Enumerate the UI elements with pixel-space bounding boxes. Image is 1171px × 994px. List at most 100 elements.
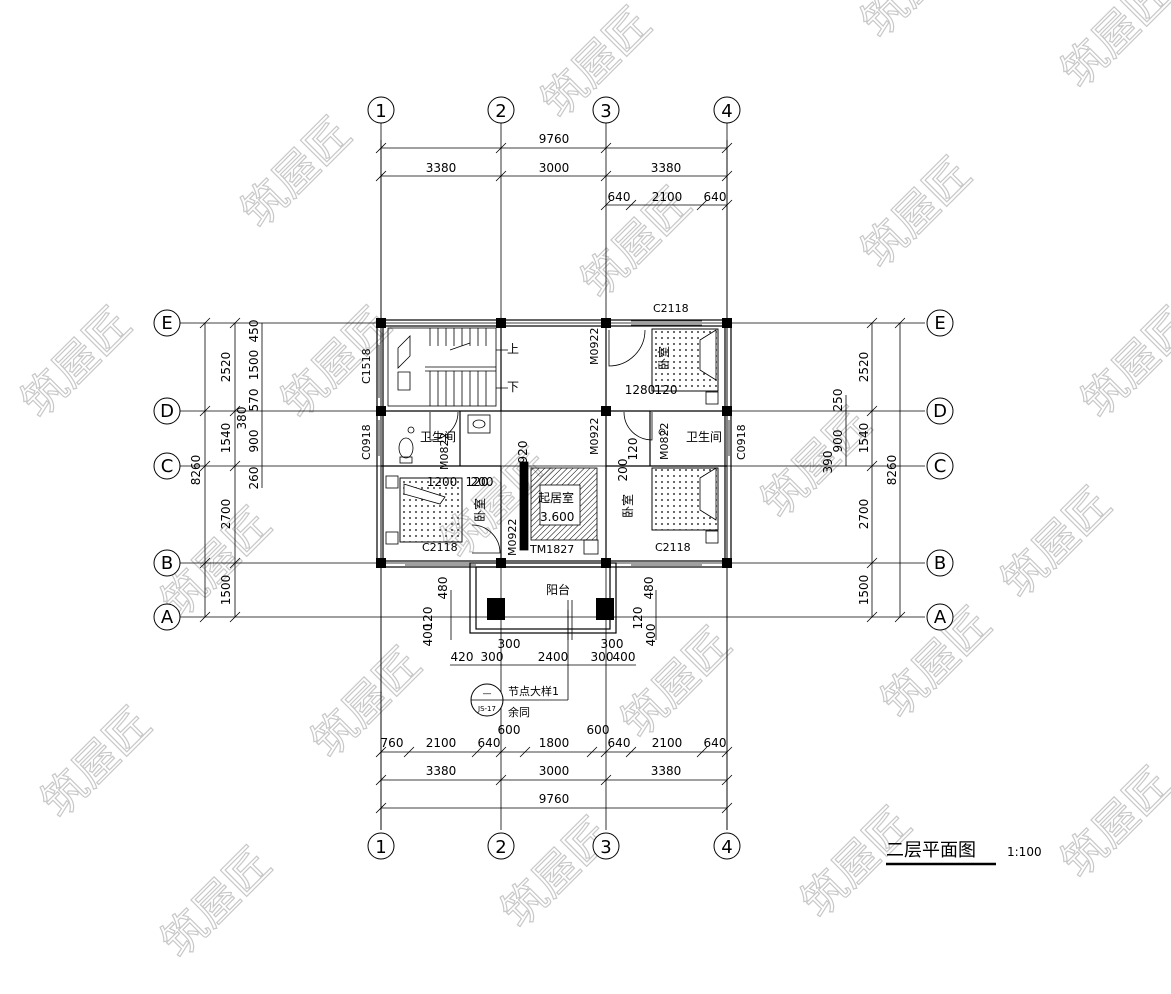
dim-bottom-bay-1: 3380 <box>426 764 457 778</box>
dim-balcony-right-3: 400 <box>644 624 658 647</box>
living-furniture <box>519 461 599 555</box>
stair-down: 下 <box>507 380 519 394</box>
dim-top-window-3: 640 <box>704 190 727 204</box>
dim-inner-6: 120 <box>466 475 489 489</box>
dim-balcony-5: 300 <box>601 637 624 651</box>
code-tm1827: TM1827 <box>529 543 574 556</box>
dim-right-bay-3: 2700 <box>857 499 871 530</box>
axis-a-right: A <box>934 607 947 628</box>
dim-balcony-left-2: 120 <box>421 607 435 630</box>
dim-balcony-2: 300 <box>481 650 504 664</box>
dim-bottom-open-7: 640 <box>608 736 631 750</box>
dim-bottom-open-5: 1800 <box>539 736 570 750</box>
axis-4-bottom: 4 <box>721 837 732 858</box>
code-m0822-west: M0822 <box>438 433 451 471</box>
watermark-text: 筑屋匠 <box>12 298 141 427</box>
dim-bottom-open-9: 640 <box>704 736 727 750</box>
dim-inner-1: 1280 <box>625 383 656 397</box>
dimension-lines <box>199 140 906 830</box>
drawing-scale: 1:100 <box>1007 845 1042 859</box>
room-elevation: 3.600 <box>540 510 574 524</box>
axis-b-right: B <box>934 553 946 574</box>
callout-bottom: JS-17 <box>477 705 496 713</box>
code-c0918-right: C0918 <box>735 424 748 460</box>
watermark-text: 筑屋匠 <box>232 108 361 237</box>
dim-inner-5: 200 <box>616 459 630 482</box>
watermark-text: 筑屋匠 <box>32 698 161 827</box>
room-bedroom-e: 卧室 <box>620 494 635 518</box>
room-bath-e: 卫生间 <box>686 430 722 444</box>
dim-top-bay-3: 3380 <box>651 161 682 175</box>
dim-right-bay-1: 2520 <box>857 352 871 383</box>
drawing-title-block: 二层平面图 1:100 <box>886 840 1042 866</box>
watermark-text: 筑屋匠 <box>492 808 621 937</box>
code-m0822-east: M0822 <box>658 423 671 461</box>
opening-codes: C2118 C1518 C0918 C0918 C2118 C2118 M092… <box>360 302 748 556</box>
room-living: 起居室 <box>538 490 574 505</box>
dim-inner-8: 200 <box>471 475 494 489</box>
dim-left-bay-2: 1540 <box>219 423 233 454</box>
dim-balcony-7: 400 <box>613 650 636 664</box>
dim-bottom-bay-2: 3000 <box>539 764 570 778</box>
dimension-texts: 9760 3380 3000 3380 640 2100 640 760 210… <box>189 132 899 806</box>
dim-left-detail-3: 570 <box>247 389 261 412</box>
axis-2-top: 2 <box>495 101 506 122</box>
dim-bottom-bay-3: 3380 <box>651 764 682 778</box>
dim-inner-2: 120 <box>655 383 678 397</box>
detail-callout: — JS-17 节点大样1 余同 <box>470 610 569 719</box>
dim-top-total: 9760 <box>539 132 570 146</box>
watermark-text: 筑屋匠 <box>1052 0 1171 98</box>
dim-balcony-left-3: 400 <box>421 624 435 647</box>
code-c2118-west: C2118 <box>422 541 458 554</box>
axis-a-left: A <box>161 607 174 628</box>
dim-balcony-4: 2400 <box>538 650 569 664</box>
dim-bottom-open-8: 2100 <box>652 736 683 750</box>
sanitary-fixtures <box>398 414 666 464</box>
dim-left-detail-5: 900 <box>247 430 261 453</box>
code-c0918-left: C0918 <box>360 424 373 460</box>
axis-e-left: E <box>161 313 172 334</box>
dim-left-total: 8260 <box>189 455 203 486</box>
dim-bottom-open-2: 2100 <box>426 736 457 750</box>
watermark-text: 筑屋匠 <box>852 0 981 48</box>
dim-balcony-6: 300 <box>591 650 614 664</box>
room-bedroom-ne: 卧室 <box>656 346 671 370</box>
windows <box>378 320 730 640</box>
dim-right-bay-4: 1500 <box>857 575 871 606</box>
room-balcony: 阳台 <box>546 582 570 597</box>
code-c2118-east: C2118 <box>655 541 691 554</box>
code-m0922-b: M0922 <box>588 418 601 456</box>
dim-bottom-open-6: 600 <box>587 723 610 737</box>
code-c1518: C1518 <box>360 348 373 384</box>
watermark-text: 筑屋匠 <box>992 478 1121 607</box>
dim-left-bay-3: 2700 <box>219 499 233 530</box>
code-m0922-c: M0922 <box>506 519 519 557</box>
watermark-text: 筑屋匠 <box>852 148 981 277</box>
room-bath-w: 卫生间 <box>420 430 456 444</box>
dim-left-detail-1: 450 <box>247 320 261 343</box>
dim-balcony-left-1: 480 <box>436 577 450 600</box>
axis-e-right: E <box>934 313 945 334</box>
drawing-title: 二层平面图 <box>886 840 976 861</box>
dim-left-detail-6: 260 <box>247 467 261 490</box>
axis-d-right: D <box>933 401 947 422</box>
columns <box>376 318 732 620</box>
dim-balcony-right-2: 120 <box>631 607 645 630</box>
axis-3-top: 3 <box>600 101 611 122</box>
dim-left-detail-4: 380 <box>235 407 249 430</box>
dim-bottom-open-1: 760 <box>381 736 404 750</box>
dim-top-window-2: 2100 <box>652 190 683 204</box>
callout-top: — <box>483 689 492 699</box>
dim-inner-3: 920 <box>516 441 530 464</box>
room-labels: 卧室 卧室 卧室 卫生间 卫生间 起居室 3.600 阳台 上 下 <box>420 342 722 597</box>
dim-left-bay-4: 1500 <box>219 575 233 606</box>
dim-left-bay-1: 2520 <box>219 352 233 383</box>
axis-1-top: 1 <box>375 101 386 122</box>
dim-inner-7: 1200 <box>427 475 458 489</box>
watermark-text: 筑屋匠 <box>612 618 741 747</box>
dim-top-bay-2: 3000 <box>539 161 570 175</box>
stair <box>387 327 508 407</box>
axis-c-right: C <box>934 456 947 477</box>
axis-4-top: 4 <box>721 101 732 122</box>
